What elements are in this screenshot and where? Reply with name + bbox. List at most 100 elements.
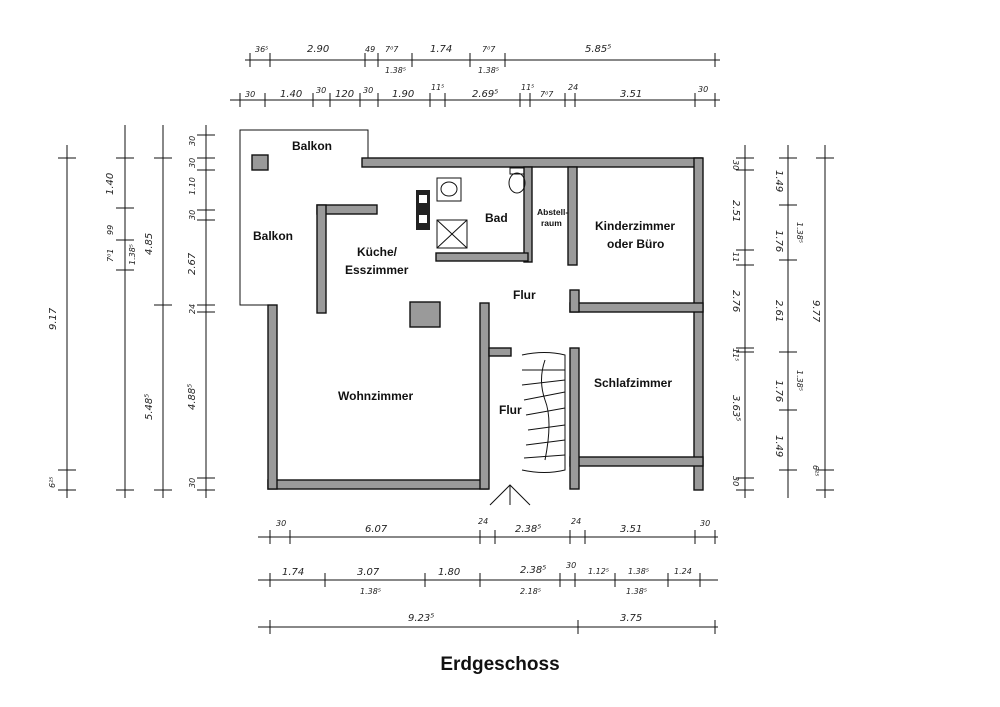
- dim-top1-6: 5.85⁵: [585, 44, 611, 55]
- dim-left4-6: 4.88⁵: [187, 384, 198, 410]
- dim-right1-0: 30: [731, 160, 740, 170]
- room-wohnzimmer: Wohnzimmer: [338, 389, 413, 403]
- dim-bottom2-sub-2: 1.38⁵: [626, 587, 647, 596]
- top-dimension-chains: 36⁵ 2.90 49 7⁰7 1.74 7⁰7 5.85⁵ 1.38⁵ 1.3…: [230, 44, 720, 107]
- room-schlafzimmer: Schlafzimmer: [594, 376, 672, 390]
- dim-left2-4: 5.48⁵: [144, 394, 155, 420]
- balcony-outline: [239, 129, 369, 306]
- dim-top1-1: 2.90: [307, 44, 329, 55]
- dim-bottom1-0: 30: [276, 519, 286, 528]
- dim-left4-7: 30: [188, 478, 197, 488]
- dim-right2-6: 1.49: [773, 435, 784, 457]
- dim-bottom2-6: 1.38⁵: [628, 567, 649, 576]
- room-kueche-line1: Küche/: [357, 245, 398, 259]
- dim-left4-1: 1.10: [188, 177, 197, 195]
- dim-top2-6: 11⁵: [431, 83, 444, 92]
- bottom-dimension-chains: 30 6.07 24 2.38⁵ 24 3.51 30 1.74 3.07 1.…: [258, 517, 718, 634]
- room-bad: Bad: [485, 211, 508, 225]
- balcony-pillar: [251, 154, 269, 171]
- dim-left2-2: 7⁰1: [106, 249, 115, 262]
- dim-left2-1: 99: [106, 225, 115, 235]
- toilet-icon: [508, 172, 526, 194]
- floor-title: Erdgeschoss: [440, 654, 560, 675]
- dim-top1-2: 49: [365, 45, 375, 54]
- dim-bottom2-4: 30: [566, 561, 576, 570]
- dim-right2-0: 1.49: [773, 170, 784, 192]
- dim-top1-5: 7⁰7: [482, 45, 496, 54]
- right-dimension-chains: 30 2.51 11 2.76 11⁵ 3.63⁵ 30 1.49 1.76 1…: [730, 145, 834, 498]
- dim-bottom1-2: 24: [478, 517, 488, 526]
- dim-top2-0: 30: [245, 90, 255, 99]
- dim-right2-1: 1.76: [773, 230, 784, 252]
- dim-bottom2-0: 1.74: [282, 567, 304, 578]
- room-kinder-line1: Kinderzimmer: [595, 219, 675, 233]
- dim-left4-5: 24: [188, 304, 197, 314]
- dim-bottom1-4: 24: [571, 517, 581, 526]
- dim-top2-4: 30: [363, 86, 373, 95]
- dim-right1-1: 2.51: [730, 200, 741, 222]
- dim-top2-11: 3.51: [620, 89, 642, 100]
- dim-top2-9: 7⁰7: [540, 90, 554, 99]
- room-kueche-line2: Esszimmer: [345, 263, 409, 277]
- dim-right1-2: 11: [731, 252, 740, 262]
- dim-top2-10: 24: [568, 83, 578, 92]
- dim-right3-0: 9.77: [810, 300, 821, 323]
- dim-top2-2: 30: [316, 86, 326, 95]
- room-labels: Balkon Balkon Küche/ Esszimmer Bad Abste…: [253, 139, 675, 417]
- room-flur-lower: Flur: [499, 403, 522, 417]
- dim-top1-4: 1.74: [430, 44, 452, 55]
- dim-left2-0: 1.40: [105, 173, 116, 195]
- dim-left2-3: 1.38⁵: [128, 244, 137, 265]
- dim-top2-12: 30: [698, 85, 708, 94]
- dim-top2-8: 11⁵: [521, 83, 534, 92]
- dim-left1-1: 6²⁵: [48, 476, 57, 488]
- dim-top1-sub-0: 1.38⁵: [385, 66, 406, 75]
- dim-top2-5: 1.90: [392, 89, 414, 100]
- dim-bottom2-5: 1.12⁵: [588, 567, 609, 576]
- shower-icon: [436, 219, 468, 249]
- dim-bottom2-1: 3.07: [357, 567, 380, 578]
- room-abstell-line2: raum: [541, 218, 562, 228]
- dim-bottom1-5: 3.51: [620, 524, 642, 535]
- dim-bottom1-1: 6.07: [365, 524, 388, 535]
- dim-bottom2-7: 1.24: [674, 567, 692, 576]
- dim-top1-0: 36⁵: [255, 45, 268, 54]
- dim-top2-3: 120: [335, 89, 354, 100]
- dim-top1-3: 7⁰7: [385, 45, 399, 54]
- dim-right1-3: 2.76: [730, 290, 741, 312]
- dim-bottom2-sub-0: 1.38⁵: [360, 587, 381, 596]
- dim-right2-3: 2.61: [773, 300, 784, 322]
- dim-right2-2: 1.38⁵: [795, 222, 804, 243]
- dim-left1-0: 9.17: [48, 307, 59, 330]
- dim-top2-7: 2.69⁵: [472, 89, 498, 100]
- dim-left4-2: 30: [188, 158, 197, 168]
- staircase: [521, 352, 566, 473]
- sink-icon: [436, 177, 462, 202]
- dim-bottom3-0: 9.23⁵: [408, 613, 434, 624]
- dim-left3-0: 4.85: [144, 233, 155, 255]
- walls: [267, 157, 704, 491]
- dim-bottom1-3: 2.38⁵: [515, 524, 541, 535]
- dim-right1-6: 30: [731, 476, 740, 486]
- dim-right3-1: 6²⁵: [811, 465, 820, 477]
- left-dimension-chains: 9.17 6²⁵ 1.40 99 7⁰1 1.38⁵ 5.48⁵ 4.85 30…: [48, 125, 215, 498]
- dim-right2-5: 1.38⁵: [795, 370, 804, 391]
- room-flur-upper: Flur: [513, 288, 536, 302]
- fixtures: [416, 167, 566, 506]
- dim-left4-0: 30: [188, 136, 197, 146]
- dim-right1-5: 3.63⁵: [730, 395, 741, 421]
- dim-bottom2-2: 1.80: [438, 567, 460, 578]
- dim-right1-4: 11⁵: [731, 348, 740, 361]
- room-kinder-line2: oder Büro: [607, 237, 664, 251]
- room-balkon-left: Balkon: [253, 229, 293, 243]
- dim-bottom2-sub-1: 2.18⁵: [520, 587, 541, 596]
- dim-bottom1-6: 30: [700, 519, 710, 528]
- dim-top1-sub-1: 1.38⁵: [478, 66, 499, 75]
- dim-bottom3-1: 3.75: [620, 613, 642, 624]
- dim-top2-1: 1.40: [280, 89, 302, 100]
- dim-bottom2-3: 2.38⁵: [520, 565, 546, 576]
- room-abstell-line1: Abstell-: [537, 207, 568, 217]
- dim-right2-4: 1.76: [773, 380, 784, 402]
- room-balkon-top: Balkon: [292, 139, 332, 153]
